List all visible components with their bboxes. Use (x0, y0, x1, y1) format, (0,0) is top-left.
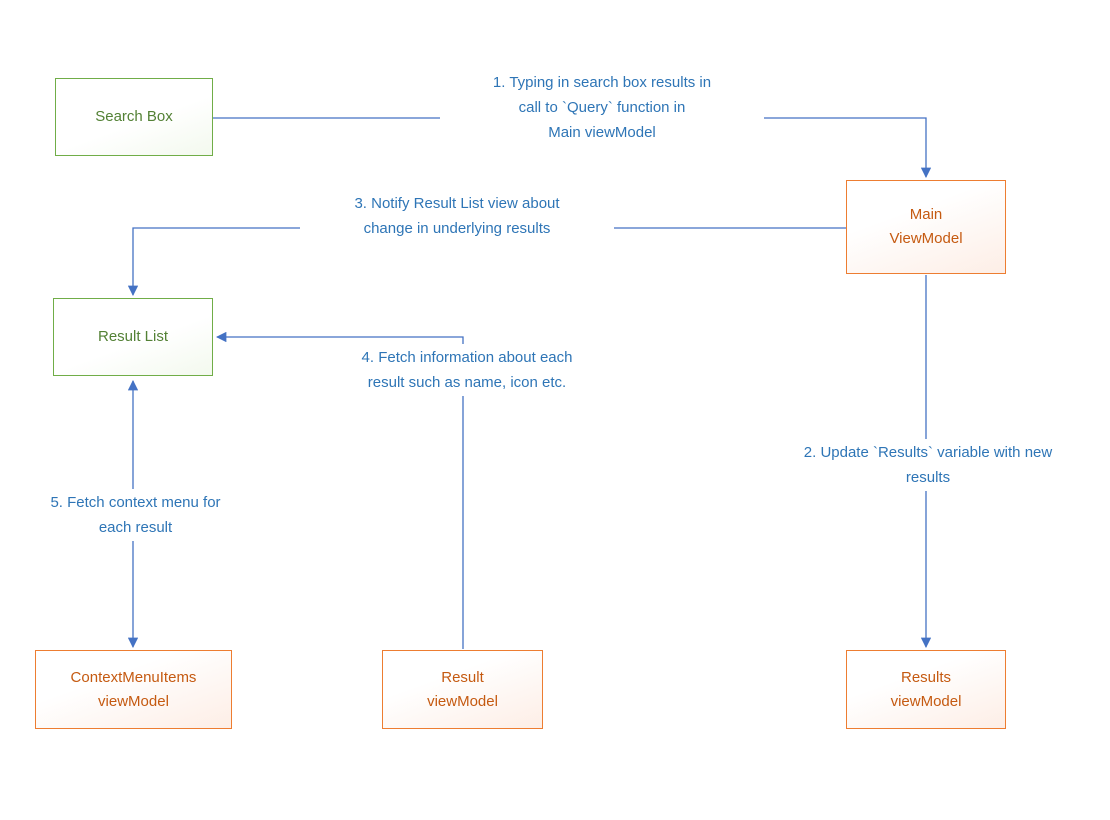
result-list-node: Result List (53, 298, 213, 376)
main-viewmodel-node: Main ViewModel (846, 180, 1006, 274)
result-viewmodel-node: Result viewModel (382, 650, 543, 729)
annotation-step2: 2. Update `Results` variable with new re… (756, 439, 1100, 491)
annotation-step3: 3. Notify Result List view about change … (300, 190, 614, 242)
arrow-resultviewmodel-to-resultlist (215, 331, 464, 649)
contextmenuitems-viewmodel-node: ContextMenuItems viewModel (35, 650, 232, 729)
search-box-node: Search Box (55, 78, 213, 156)
annotation-step4: 4. Fetch information about each result s… (310, 344, 624, 396)
annotation-step1: 1. Typing in search box results in call … (440, 69, 764, 146)
annotation-step5: 5. Fetch context menu for each result (23, 489, 248, 541)
results-viewmodel-node: Results viewModel (846, 650, 1006, 729)
